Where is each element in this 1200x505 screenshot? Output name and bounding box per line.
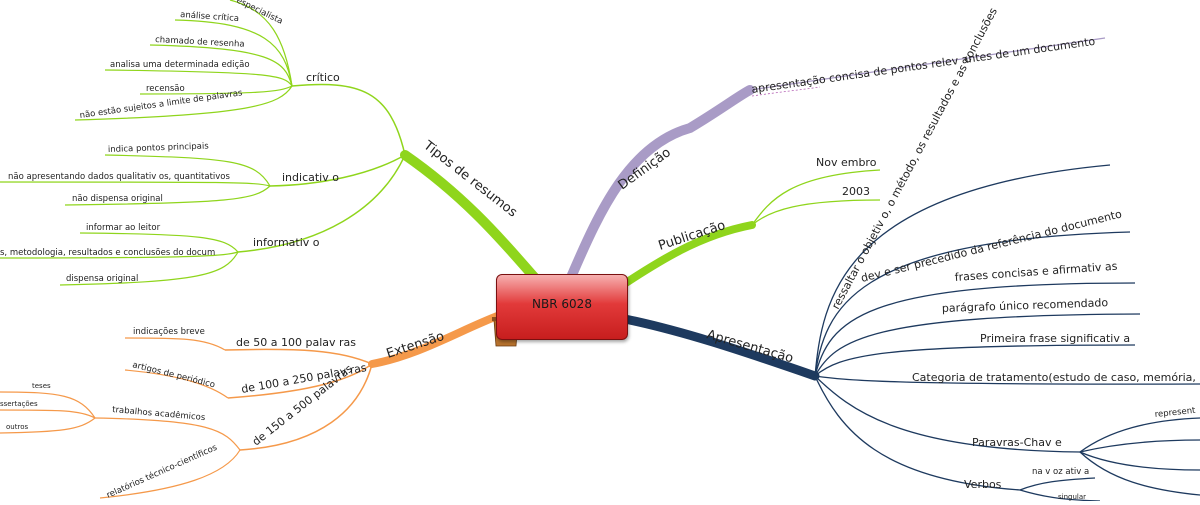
trabalhos-child-teses[interactable]: teses: [32, 382, 51, 390]
indicativo-child-pontos[interactable]: indica pontos principais: [108, 141, 210, 155]
extensao-e1-child[interactable]: indicações breve: [133, 327, 205, 337]
critico-child-analise[interactable]: análise crítica: [180, 10, 240, 24]
indicativo-child-dados[interactable]: não apresentando dados qualitativ os, qu…: [8, 172, 230, 182]
palavras-chave-child[interactable]: represent: [1154, 406, 1196, 420]
apresentacao-frases[interactable]: frases concisas e afirmativ as: [954, 260, 1118, 284]
verbos-child-singular[interactable]: singular: [1058, 493, 1086, 501]
root-label: NBR 6028: [532, 297, 592, 311]
definicao-child[interactable]: apresentação concisa de pontos relev ant…: [751, 35, 1097, 96]
informativo-label[interactable]: informativ o: [253, 236, 320, 249]
publicacao-child-ano[interactable]: 2003: [842, 185, 870, 198]
trabalhos-child-dissertacoes[interactable]: ssertações: [0, 400, 38, 408]
indicativo-child-original[interactable]: não dispensa original: [72, 194, 163, 204]
verbos-child-voz[interactable]: na v oz ativ a: [1032, 467, 1089, 477]
apresentacao-primeira-frase[interactable]: Primeira frase significativ a: [980, 332, 1130, 345]
branch-tipos[interactable]: Tipos de resumos crítico especialista an…: [0, 0, 540, 286]
branch-publicacao[interactable]: Publicação Nov embro 2003: [608, 156, 881, 296]
apresentacao-categoria[interactable]: Categoria de tratamento(estudo de caso, …: [912, 371, 1196, 384]
informativo-child-metodologia[interactable]: s, metodologia, resultados e conclusões …: [0, 248, 215, 258]
critico-child-edicao[interactable]: analisa uma determinada edição: [110, 60, 250, 70]
branch-apresentacao[interactable]: Apresentação ressaltar o objetiv o, o mé…: [615, 5, 1200, 502]
root-node[interactable]: NBR 6028: [496, 274, 628, 340]
trabalhos-child-outros[interactable]: outros: [6, 423, 28, 431]
informativo-child-leitor[interactable]: informar ao leitor: [86, 223, 161, 233]
critico-child-resenha[interactable]: chamado de resenha: [155, 35, 245, 50]
informativo-child-dispensa[interactable]: dispensa original: [66, 274, 138, 284]
critico-label[interactable]: crítico: [306, 71, 340, 84]
critico-child-especialista[interactable]: especialista: [235, 0, 285, 27]
critico-child-recensao[interactable]: recensão: [146, 84, 185, 94]
extensao-e3-child[interactable]: relatórios técnico-científicos: [105, 442, 220, 501]
branch-extensao[interactable]: Extensão de 50 a 100 palav ras indicaçõe…: [0, 311, 504, 501]
apresentacao-verbos[interactable]: Verbos: [964, 478, 1002, 491]
apresentacao-palavras-chave[interactable]: Paravras-Chav e: [972, 436, 1062, 449]
extensao-label[interactable]: Extensão: [385, 329, 447, 362]
apresentacao-paragrafo[interactable]: parágrafo único recomendado: [942, 296, 1109, 315]
extensao-e2-child[interactable]: artigos de periódico: [131, 359, 216, 390]
publicacao-child-mes[interactable]: Nov embro: [816, 156, 877, 169]
indicativo-label[interactable]: indicativ o: [282, 171, 339, 184]
extensao-e1-label[interactable]: de 50 a 100 palav ras: [236, 336, 356, 349]
